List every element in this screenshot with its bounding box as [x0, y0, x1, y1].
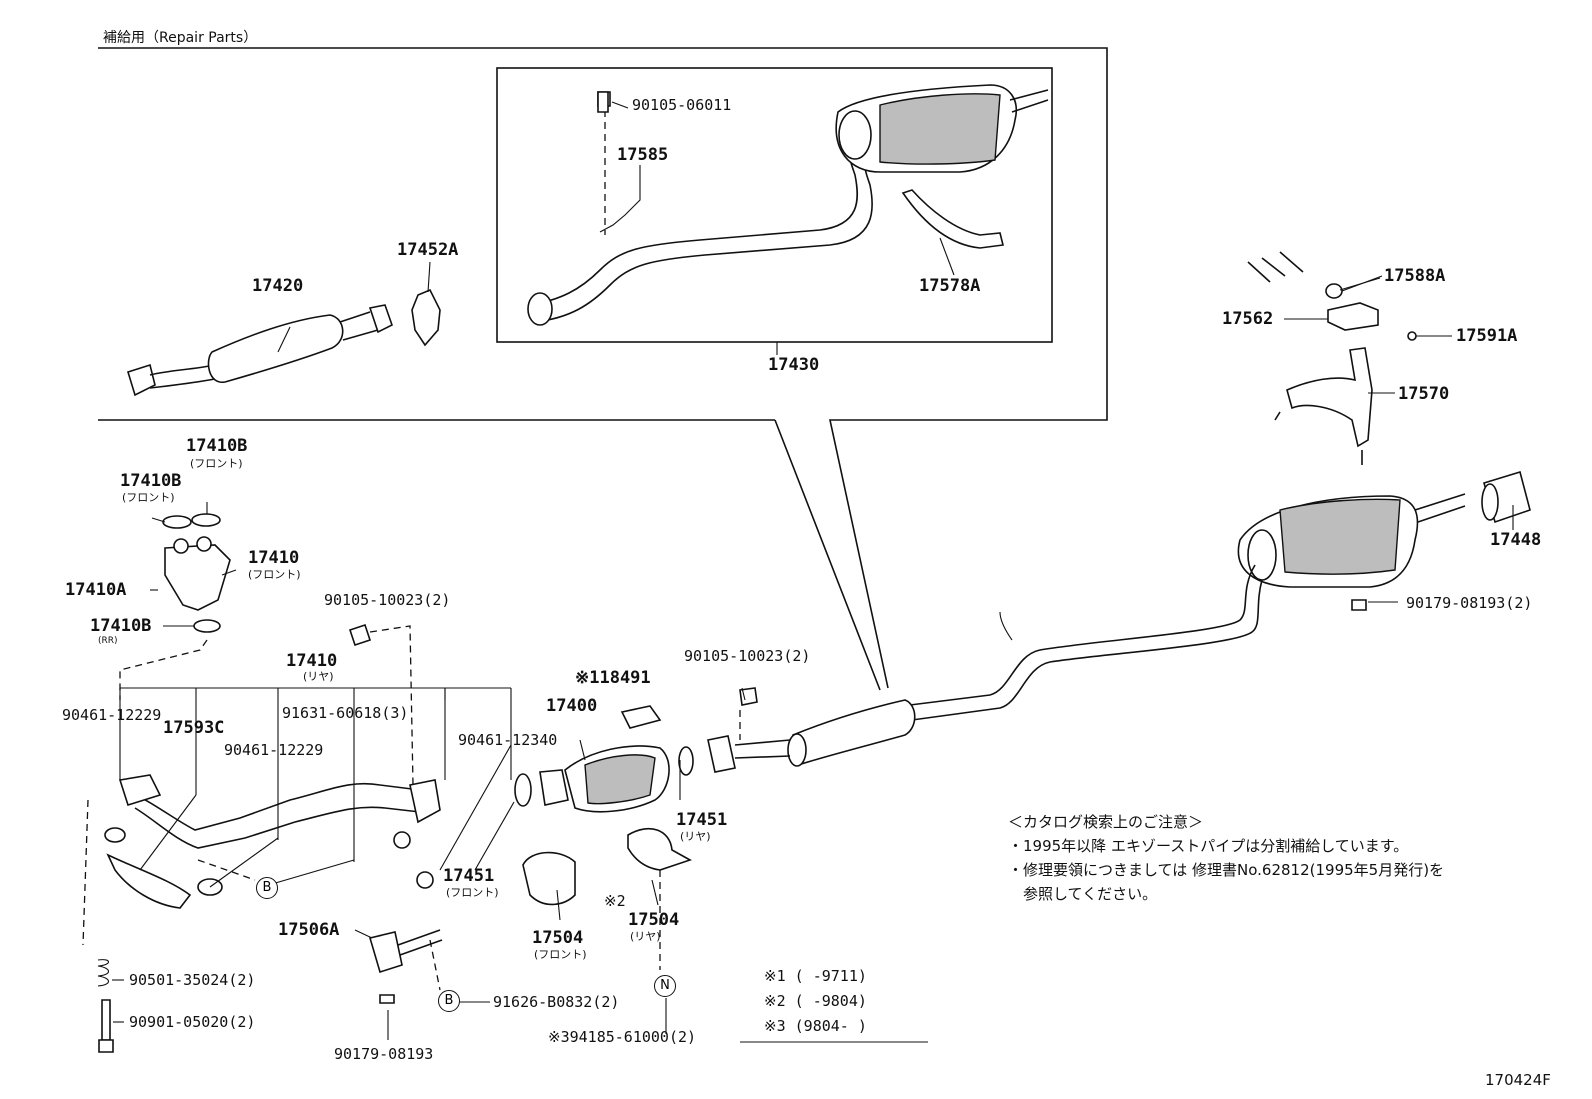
label-90901-05020: 90901-05020(2)	[129, 1013, 256, 1031]
legend-row-1: ※1 ( -9711)	[764, 967, 867, 985]
label-90461-12229-a: 90461-12229	[62, 706, 162, 724]
label-17410-rear-sub: (リヤ)	[303, 670, 334, 683]
label-17410B-rr-sub: (RR)	[98, 636, 118, 646]
label-17410-front-sub: (フロント)	[248, 568, 301, 581]
label-17410B-mid: 17410B	[120, 471, 182, 491]
label-91626-B0832: 91626-B0832(2)	[493, 993, 620, 1011]
label-17562: 17562	[1222, 309, 1274, 329]
label-17410B-top: 17410B	[186, 436, 248, 456]
label-94185-61000: ※394185-61000(2)	[548, 1028, 697, 1046]
label-17410B-rr: 17410B	[90, 616, 152, 636]
heat-shield-drawing	[522, 827, 692, 906]
label-17504-rear: 17504	[628, 910, 680, 930]
label-17452A: 17452A	[397, 240, 459, 260]
label-90461-12229-b: 90461-12229	[224, 741, 324, 759]
label-17570: 17570	[1398, 384, 1450, 404]
label-17451-front-sub: (フロント)	[446, 886, 499, 899]
label-17506A: 17506A	[278, 920, 340, 940]
label-91631-60618: 91631-60618(3)	[282, 704, 409, 722]
label-17451-front: 17451	[443, 866, 495, 886]
converter-drawing	[514, 705, 694, 813]
label-90179-08193: 90179-08193	[334, 1045, 434, 1063]
label-18491: ※118491	[575, 668, 651, 688]
label-90179-08193-2: 90179-08193(2)	[1406, 594, 1533, 612]
label-17410-front: 17410	[248, 548, 300, 568]
label-17448: 17448	[1490, 530, 1542, 550]
notes-line-2: ・修理要領につきましては 修理書No.62812(1995年5月発行)を	[1008, 861, 1445, 879]
label-17410B-mid-front: (フロント)	[122, 491, 175, 504]
bolt-drawing	[97, 91, 758, 1053]
circle-b-marker: B	[256, 877, 278, 899]
notes-line-1: ・1995年以降 エキゾーストパイプは分割補給しています。	[1008, 837, 1409, 855]
label-17504-front-sub: (フロント)	[534, 948, 587, 961]
label-17591A: 17591A	[1456, 326, 1518, 346]
label-90105-06011: 90105-06011	[632, 96, 732, 114]
label-17593C: 17593C	[163, 718, 225, 738]
rear-muffler-drawing	[1237, 470, 1531, 611]
circle-b-marker-2: B	[438, 990, 460, 1012]
label-17588A: 17588A	[1384, 266, 1446, 286]
label-mark2: ※2	[604, 892, 626, 910]
label-17410A: 17410A	[65, 580, 127, 600]
center-pipe-drawing	[707, 564, 1263, 773]
repair-parts-heading: 補給用（Repair Parts）	[103, 30, 258, 46]
notes-title: ＜カタログ検索上のご注意＞	[1008, 813, 1204, 831]
label-17400: 17400	[546, 696, 598, 716]
label-90501-35024: 90501-35024(2)	[129, 971, 256, 989]
label-17451-rear-sub: (リヤ)	[680, 830, 711, 843]
repair-parts-frame	[98, 47, 1108, 691]
label-17410-rear: 17410	[286, 651, 338, 671]
tailpipe-assy-box	[496, 67, 1053, 343]
label-17420: 17420	[252, 276, 304, 296]
label-17451-rear: 17451	[676, 810, 728, 830]
legend-row-3: ※3 (9804- )	[764, 1017, 867, 1035]
figure-id: 170424F	[1485, 1071, 1551, 1089]
label-17585: 17585	[617, 145, 669, 165]
label-90105-10023-b: 90105-10023(2)	[684, 647, 811, 665]
label-17410B-top-front: (フロント)	[190, 457, 243, 470]
circle-n-marker: N	[654, 975, 676, 997]
rear-hanger-drawing	[1247, 251, 1417, 465]
label-90461-12340: 90461-12340	[458, 731, 558, 749]
label-17430: 17430	[768, 355, 820, 375]
label-17504-rear-sub: (リヤ)	[630, 930, 661, 943]
legend-row-2: ※2 ( -9804)	[764, 992, 867, 1010]
leader-lines	[82, 101, 1514, 1043]
notes-line-3: 参照してください。	[1008, 885, 1158, 903]
front-pipe-drawing	[127, 288, 441, 397]
label-90105-10023-a: 90105-10023(2)	[324, 591, 451, 609]
bracket-drawing	[368, 929, 443, 1004]
label-17504-front: 17504	[532, 928, 584, 948]
label-17578A: 17578A	[919, 276, 981, 296]
